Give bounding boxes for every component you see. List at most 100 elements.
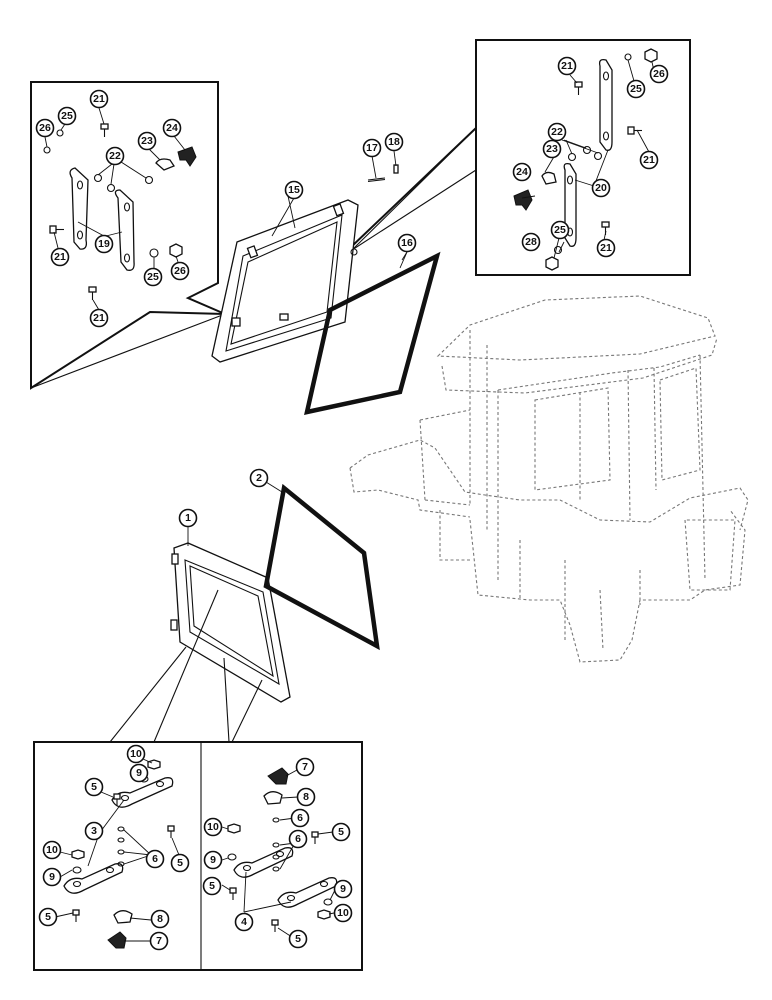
callout-7: 7 xyxy=(295,757,315,777)
callout-21: 21 xyxy=(89,308,109,328)
callout-7-label: 7 xyxy=(302,761,308,773)
callout-10-label: 10 xyxy=(207,821,219,833)
leader-lines xyxy=(44,59,655,942)
callout-15-label: 15 xyxy=(288,184,300,196)
callout-6-label: 6 xyxy=(152,853,158,865)
callout-21: 21 xyxy=(596,238,616,258)
callout-2: 2 xyxy=(249,468,269,488)
callout-24: 24 xyxy=(162,118,182,138)
callout-25-label: 25 xyxy=(630,83,642,95)
callout-21: 21 xyxy=(89,89,109,109)
callout-5-label: 5 xyxy=(338,826,344,838)
upper-left-parts xyxy=(43,123,197,300)
callout-15: 15 xyxy=(284,180,304,200)
callout-22: 22 xyxy=(105,146,125,166)
pin-and-clip xyxy=(367,164,399,183)
callout-5-label: 5 xyxy=(209,880,215,892)
callout-5: 5 xyxy=(84,777,104,797)
callout-5-label: 5 xyxy=(91,781,97,793)
callout-21-label: 21 xyxy=(54,251,66,263)
callout-3: 3 xyxy=(84,821,104,841)
rear-window-seal xyxy=(304,251,441,415)
callout-9: 9 xyxy=(129,763,149,783)
callout-8-label: 8 xyxy=(157,913,163,925)
callout-25: 25 xyxy=(626,79,646,99)
callout-18: 18 xyxy=(384,132,404,152)
callout-5-label: 5 xyxy=(177,857,183,869)
lower-left-parts xyxy=(63,759,175,949)
callout-21: 21 xyxy=(557,56,577,76)
callout-20-label: 20 xyxy=(595,182,607,194)
callout-6: 6 xyxy=(290,808,310,828)
callout-5-label: 5 xyxy=(45,911,51,923)
callout-10-label: 10 xyxy=(130,748,142,760)
lower-right-parts xyxy=(227,767,338,932)
callout-26: 26 xyxy=(649,64,669,84)
callout-5: 5 xyxy=(331,822,351,842)
callout-25: 25 xyxy=(550,220,570,240)
callout-21-label: 21 xyxy=(643,154,655,166)
callout-24: 24 xyxy=(512,162,532,182)
callout-22-label: 22 xyxy=(551,126,563,138)
callout-10: 10 xyxy=(203,817,223,837)
callout-6: 6 xyxy=(288,829,308,849)
callout-24-label: 24 xyxy=(516,166,528,178)
callout-8: 8 xyxy=(296,787,316,807)
callout-26: 26 xyxy=(170,261,190,281)
tractor-cab xyxy=(349,295,749,663)
callout-19-label: 19 xyxy=(98,238,110,250)
callout-25-label: 25 xyxy=(147,271,159,283)
callout-25: 25 xyxy=(57,106,77,126)
front-window-seal xyxy=(263,483,380,651)
callout-26-label: 26 xyxy=(39,122,51,134)
callout-10: 10 xyxy=(333,903,353,923)
callout-9-label: 9 xyxy=(340,883,346,895)
callouts: 21 26 25 23 24 22 19 21 25 26 21 21 26 2… xyxy=(35,56,669,951)
callout-5: 5 xyxy=(170,853,190,873)
callout-17-label: 17 xyxy=(366,142,378,154)
callout-17: 17 xyxy=(362,138,382,158)
callout-23-label: 23 xyxy=(141,135,153,147)
callout-7-label: 7 xyxy=(156,935,162,947)
callout-21-label: 21 xyxy=(93,93,105,105)
rear-window-frame xyxy=(211,199,359,363)
callout-1-label: 1 xyxy=(185,512,191,524)
callout-26: 26 xyxy=(35,118,55,138)
callout-4: 4 xyxy=(234,912,254,932)
callout-25-label: 25 xyxy=(61,110,73,122)
callout-8-label: 8 xyxy=(303,791,309,803)
callout-24-label: 24 xyxy=(166,122,178,134)
callout-16: 16 xyxy=(397,233,417,253)
callout-10-label: 10 xyxy=(337,907,349,919)
callout-5: 5 xyxy=(202,876,222,896)
callout-23: 23 xyxy=(137,131,157,151)
callout-28: 28 xyxy=(521,232,541,252)
callout-10: 10 xyxy=(126,744,146,764)
callout-21-label: 21 xyxy=(93,312,105,324)
callout-6: 6 xyxy=(145,849,165,869)
callout-16-label: 16 xyxy=(401,237,413,249)
callout-4-label: 4 xyxy=(241,916,247,928)
callout-2-label: 2 xyxy=(256,472,262,484)
callout-9: 9 xyxy=(42,867,62,887)
callout-3-label: 3 xyxy=(91,825,97,837)
callout-1: 1 xyxy=(178,508,198,528)
callout-22-label: 22 xyxy=(109,150,121,162)
callout-21: 21 xyxy=(639,150,659,170)
front-window-frame xyxy=(170,542,291,703)
callout-7: 7 xyxy=(149,931,169,951)
callout-28-label: 28 xyxy=(525,236,537,248)
callout-9: 9 xyxy=(333,879,353,899)
callout-5: 5 xyxy=(288,929,308,949)
callout-22: 22 xyxy=(547,122,567,142)
callout-25-label: 25 xyxy=(554,224,566,236)
callout-9: 9 xyxy=(203,850,223,870)
callout-21: 21 xyxy=(50,247,70,267)
callout-6-label: 6 xyxy=(297,812,303,824)
callout-9-label: 9 xyxy=(210,854,216,866)
callout-23: 23 xyxy=(542,139,562,159)
callout-18-label: 18 xyxy=(388,136,400,148)
callout-26-label: 26 xyxy=(653,68,665,80)
callout-23-label: 23 xyxy=(546,143,558,155)
